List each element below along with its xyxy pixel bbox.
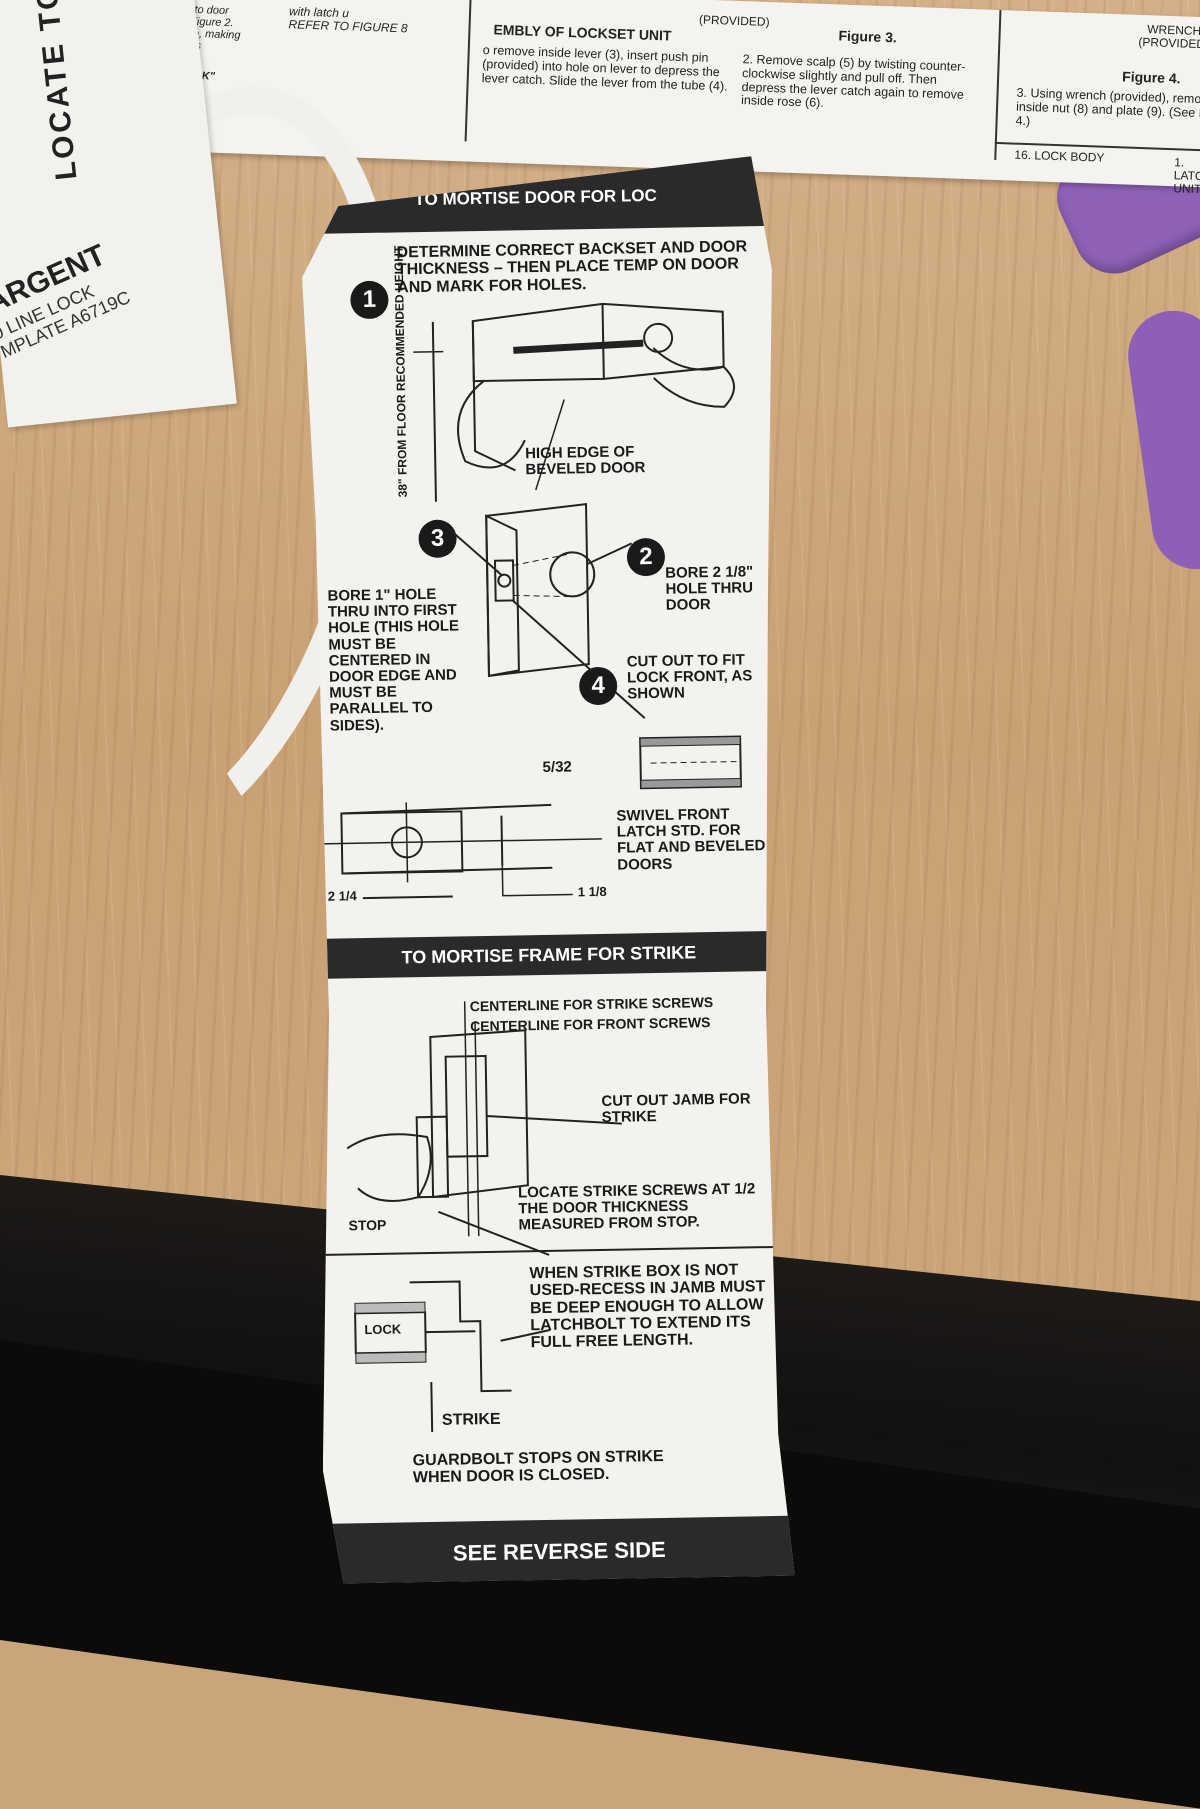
sheet-text: (PROVIDED) xyxy=(1138,35,1200,52)
step-4-badge: 4 xyxy=(579,667,618,706)
cut-out-jamb-label: CUT OUT JAMB FOR STRIKE xyxy=(601,1090,751,1127)
step-1-text: o remove inside lever (3), insert push p… xyxy=(481,43,728,94)
bore-2-inch-label: BORE 2 1/8" HOLE THRU DOOR xyxy=(665,563,754,615)
lock-label: LOCK xyxy=(364,1321,402,1338)
lock-body-label: 16. LOCK BODY xyxy=(1014,147,1105,165)
step-1-instruction: DETERMINE CORRECT BACKSET AND DOOR THICK… xyxy=(396,238,748,296)
step-2-text: 2. Remove scalp (5) by twisting counter-… xyxy=(740,52,966,111)
frame-section-bar: TO MORTISE FRAME FOR STRIKE xyxy=(314,931,785,979)
mortise-template: TO MORTISE DOOR FOR LOC 1 DETERMINE CORR… xyxy=(300,156,795,1584)
height-label: 38" FROM FLOOR RECOMMENDED HEIGHT xyxy=(391,245,410,498)
step-3-text: 3. Using wrench (provided), remove insid… xyxy=(1015,85,1200,128)
latch-unit-label: 1. LATCH UNIT xyxy=(1173,155,1200,197)
step-1-badge: 1 xyxy=(350,281,389,320)
sheet-divider xyxy=(464,0,472,142)
high-edge-label: HIGH EDGE OF BEVELED DOOR xyxy=(524,443,646,479)
locate-strike-label: LOCATE STRIKE SCREWS AT 1/2 THE DOOR THI… xyxy=(517,1180,756,1234)
cut-out-label: CUT OUT TO FIT LOCK FRONT, AS SHOWN xyxy=(626,651,753,703)
step-3-badge: 3 xyxy=(418,519,457,558)
sheet-fragment-col-2: with latch u REFER TO FIGURE 8 xyxy=(288,4,449,37)
stop-label: STOP xyxy=(348,1216,387,1234)
figure-4-label: Figure 4. xyxy=(1121,68,1181,87)
strike-box-label: WHEN STRIKE BOX IS NOT USED-RECESS IN JA… xyxy=(529,1261,766,1352)
door-marking-illustration xyxy=(413,306,746,512)
dim-1-1-8-label: 1 1/8 xyxy=(577,883,607,900)
frame-header-text: TO MORTISE FRAME FOR STRIKE xyxy=(401,942,697,968)
lock-front-plan xyxy=(321,799,623,914)
wrench-label: WRENCH (PROVIDED) xyxy=(1138,22,1200,52)
sheet-divider xyxy=(994,10,1002,160)
provided-label: (PROVIDED) xyxy=(698,12,770,29)
dim-2-1-4-label: 2 1/4 xyxy=(327,888,357,904)
footer-bar: SEE REVERSE SIDE xyxy=(324,1516,795,1584)
guardbolt-label: GUARDBOLT STOPS ON STRIKE WHEN DOOR IS C… xyxy=(412,1447,664,1487)
swivel-front-label: SWIVEL FRONT LATCH STD. FOR FLAT AND BEV… xyxy=(616,805,766,874)
bore-1-inch-label: BORE 1" HOLE THRU INTO FIRST HOLE (THIS … xyxy=(327,585,460,735)
footer-text: SEE REVERSE SIDE xyxy=(452,1536,666,1566)
strike-recess-section xyxy=(350,1280,532,1413)
frame-jamb-illustration xyxy=(335,995,559,1239)
door-edge-bore-illustration xyxy=(466,503,669,676)
section-divider xyxy=(319,1246,789,1256)
locate-title: LOCATE TO xyxy=(29,0,84,182)
section-title: EMBLY OF LOCKSET UNIT xyxy=(493,21,672,44)
strike-label: STRIKE xyxy=(441,1410,501,1429)
dim-5-32-label: 5/32 xyxy=(542,758,572,776)
lock-front-section xyxy=(630,726,751,798)
figure-3-label: Figure 3. xyxy=(838,27,898,46)
